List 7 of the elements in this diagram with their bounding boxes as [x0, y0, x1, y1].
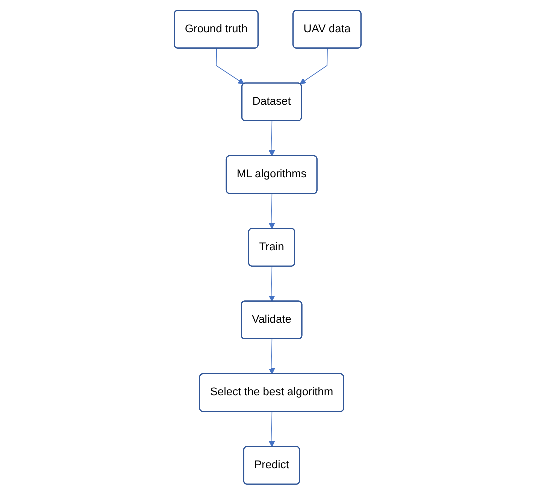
arrow	[269, 266, 276, 302]
arrow	[269, 412, 276, 448]
arrow	[216, 48, 245, 84]
arrow	[300, 48, 328, 84]
arrow	[269, 121, 276, 157]
arrow	[269, 339, 276, 375]
arrow	[269, 194, 276, 230]
